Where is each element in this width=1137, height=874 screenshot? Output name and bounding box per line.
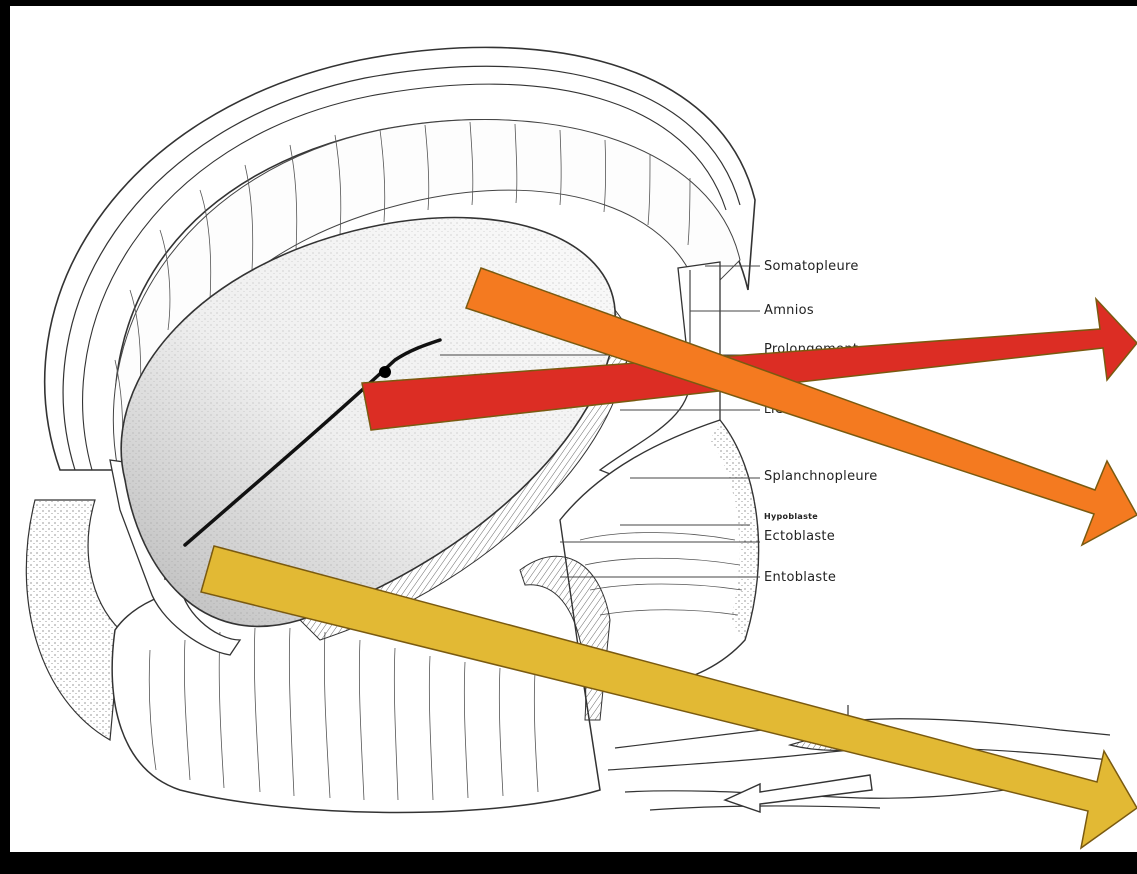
yellow-arrow xyxy=(201,546,1137,848)
